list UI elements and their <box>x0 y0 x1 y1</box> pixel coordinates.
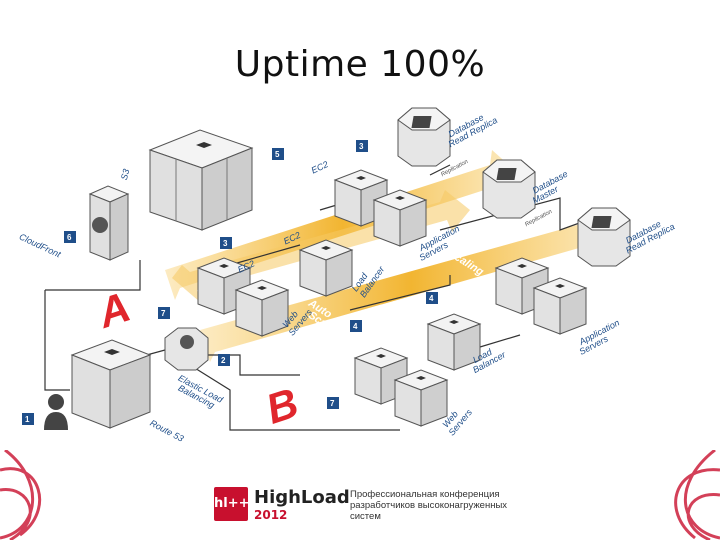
zone-a-letter: A <box>91 283 135 337</box>
tagline-line-1: Профессиональная конференция <box>350 489 500 500</box>
logo-year: 2012 <box>254 508 288 522</box>
left-swirl-decoration <box>0 450 42 540</box>
badge-elb: 2 <box>221 356 226 365</box>
logo-mark: hl++ <box>214 487 250 521</box>
load-balancer-top <box>299 239 353 297</box>
label-cloudfront: CloudFront <box>18 232 63 260</box>
slide-title: Uptime 100% <box>234 44 486 85</box>
label-route53: Route 53 <box>148 418 185 444</box>
architecture-diagram: A B 1 2 5 6 3 3 7 7 4 4 S3 CloudFront EC… <box>18 107 676 444</box>
badge-user: 1 <box>25 415 30 424</box>
elastic-load-balancer-node <box>164 327 209 371</box>
load-balancer-bottom <box>427 313 481 371</box>
web-server-a2 <box>235 279 289 337</box>
zone-b-letter: B <box>260 379 303 433</box>
db-master <box>482 159 536 219</box>
right-swirl-decoration <box>674 450 720 540</box>
s3-storage <box>148 129 254 231</box>
badge-lb-bottom: 4 <box>353 322 358 331</box>
label-s3: S3 <box>119 168 132 181</box>
zone-b-arrow <box>200 208 622 362</box>
badge-cloudfront: 6 <box>67 233 72 242</box>
app-server-right-2 <box>533 277 587 335</box>
badge-web-a: 7 <box>161 309 166 318</box>
web-server-b2 <box>394 369 448 427</box>
badge-ec2-left: 3 <box>223 239 228 248</box>
label-ec2-upper: EC2 <box>310 159 330 175</box>
badge-s3: 5 <box>275 150 280 159</box>
step-badges: 1 2 5 6 3 3 7 7 4 4 <box>22 140 438 425</box>
badge-lb-top: 4 <box>429 294 434 303</box>
app-server-top-2 <box>373 189 427 247</box>
conference-tagline: Профессиональная конференция разработчик… <box>350 489 520 522</box>
logo-name: HighLoad <box>254 487 350 508</box>
db-read-replica-1 <box>397 107 451 167</box>
user-icon <box>44 394 68 430</box>
cloudfront-node <box>88 185 130 261</box>
badge-ec2-top: 3 <box>359 142 364 151</box>
badge-web-b: 7 <box>330 399 335 408</box>
db-read-replica-2 <box>577 207 631 267</box>
route53-node <box>70 339 152 429</box>
tagline-line-2: разработчиков высоконагруженных <box>350 500 508 511</box>
tagline-line-3: систем <box>350 511 381 522</box>
